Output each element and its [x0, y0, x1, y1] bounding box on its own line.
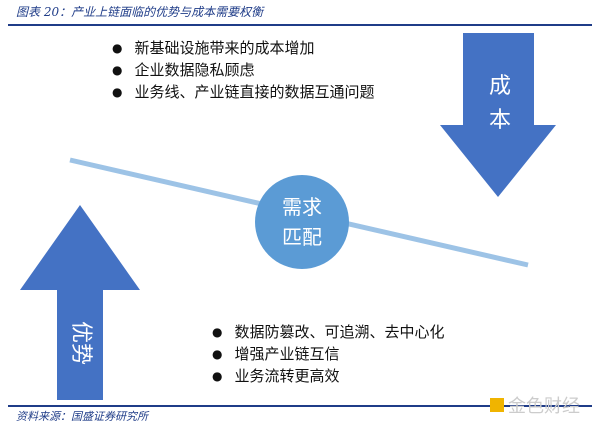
footer-divider	[8, 405, 592, 407]
advantage-label: 优势	[68, 320, 93, 365]
cost-label: 成本	[488, 74, 511, 133]
list-item: 数据防篡改、可追溯、去中心化	[212, 322, 444, 344]
watermark: 金色财经	[490, 392, 580, 418]
cost-bullet-list: 新基础设施带来的成本增加 企业数据隐私顾虑 业务线、产业链直接的数据互通问题	[112, 38, 375, 104]
demand-match-circle	[255, 175, 349, 269]
center-label: 需求 匹配	[282, 195, 322, 249]
header-divider	[8, 24, 592, 26]
list-item: 新基础设施带来的成本增加	[112, 38, 375, 60]
list-item: 企业数据隐私顾虑	[112, 60, 375, 82]
watermark-logo-icon	[490, 398, 504, 412]
cost-down-arrow	[440, 33, 556, 197]
list-item: 业务流转更高效	[212, 366, 445, 388]
list-item: 业务线、产业链直接的数据互通问题	[112, 82, 374, 104]
advantage-up-arrow	[20, 205, 140, 400]
list-item: 增强产业链互信	[212, 344, 445, 366]
advantage-bullet-list: 数据防篡改、可追溯、去中心化 增强产业链互信 业务流转更高效	[212, 322, 445, 388]
figure-title: 图表 20：产业上链面临的优势与成本需要权衡	[16, 5, 264, 19]
source-note: 资料来源：国盛证券研究所	[16, 410, 148, 423]
